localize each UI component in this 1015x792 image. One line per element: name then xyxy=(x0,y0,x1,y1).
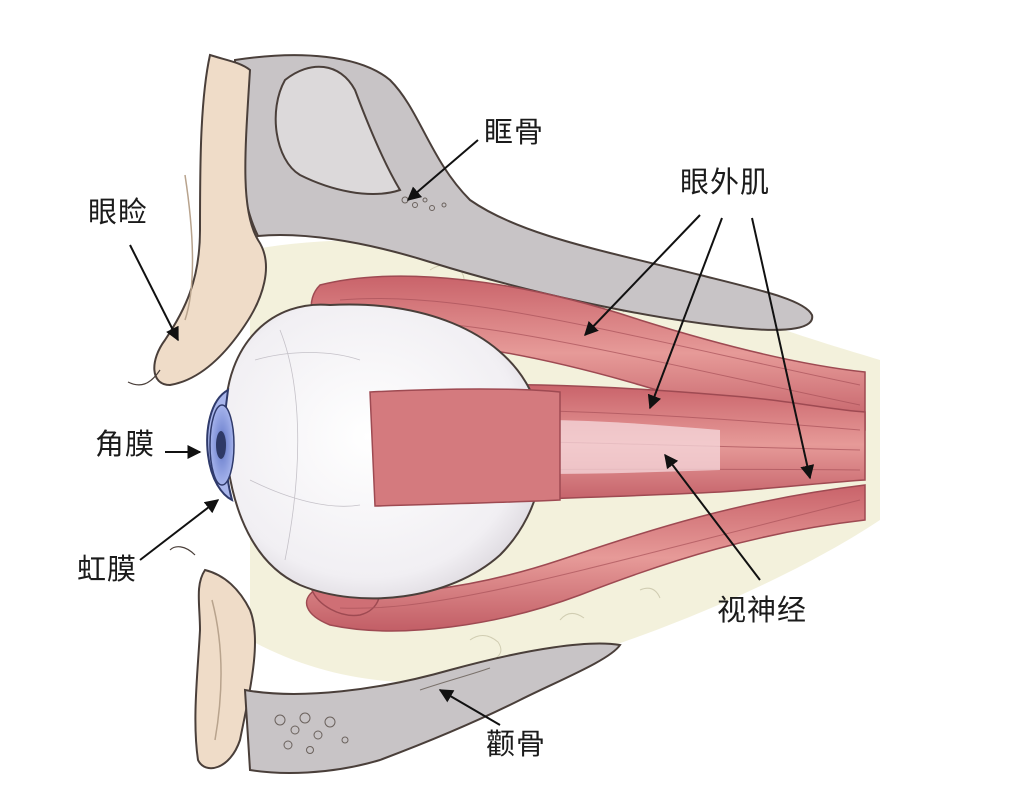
pointer-eom-3 xyxy=(751,217,815,480)
lower-eyelid xyxy=(169,546,256,770)
pointer-eom-2 xyxy=(647,217,723,410)
label-orbital-bone: 眶骨 xyxy=(484,115,545,149)
label-iris: 虹膜 xyxy=(77,552,138,586)
pointer-optic-nerve xyxy=(664,453,761,581)
label-eyelid: 眼睑 xyxy=(88,195,149,229)
pointer-eom-1 xyxy=(584,214,701,337)
pointer-zygomatic xyxy=(438,689,501,726)
label-zygomatic-bone: 颧骨 xyxy=(486,727,547,761)
orbital-bone-upper xyxy=(233,54,814,331)
iris xyxy=(209,404,235,486)
pointer-orbital-bone xyxy=(406,139,479,201)
pointer-eyelid xyxy=(129,244,179,342)
pointer-lines xyxy=(129,139,815,726)
muscle-overlay xyxy=(369,388,561,507)
pointer-iris xyxy=(139,499,220,561)
label-cornea: 角膜 xyxy=(95,427,156,461)
label-optic-nerve: 视神经 xyxy=(717,593,808,627)
label-extraocular-muscles: 眼外肌 xyxy=(680,165,771,199)
optic-nerve xyxy=(540,420,720,474)
zygomatic-bone xyxy=(243,642,622,774)
upper-eyelid xyxy=(127,53,267,387)
